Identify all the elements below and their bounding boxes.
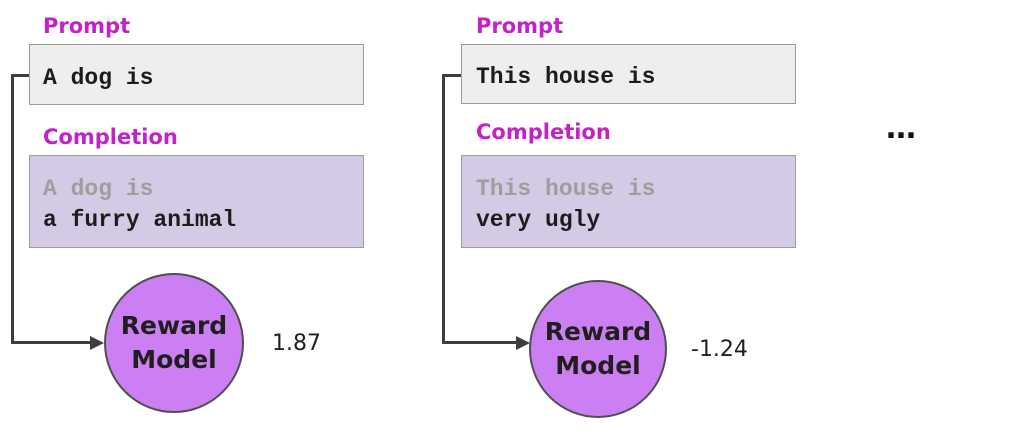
- reward-model: Reward Model: [104, 273, 244, 413]
- connector-vertical: [442, 74, 445, 344]
- completion-box: A dog is a furry animal: [29, 155, 364, 248]
- completion-box: This house is very ugly: [461, 155, 796, 248]
- completion-prompt-prefix: A dog is: [43, 176, 154, 202]
- connector-vertical: [11, 74, 14, 344]
- reward-model-line-1: Reward: [120, 311, 228, 340]
- reward-model-line-2: Model: [555, 351, 641, 380]
- continuation-ellipsis: …: [886, 111, 916, 146]
- reward-score: 1.87: [272, 331, 321, 356]
- connector-horizontal: [11, 341, 91, 344]
- prompt-box: A dog is: [29, 44, 364, 105]
- completion-label: Completion: [476, 120, 611, 144]
- completion-text: a furry animal: [43, 207, 237, 233]
- connector-stub: [442, 74, 461, 77]
- prompt-box: This house is: [461, 44, 796, 104]
- prompt-text: A dog is: [43, 65, 154, 91]
- connector-stub: [11, 74, 29, 77]
- prompt-text: This house is: [476, 64, 656, 90]
- completion-label: Completion: [43, 125, 178, 149]
- reward-score: -1.24: [691, 337, 748, 362]
- completion-prompt-prefix: This house is: [476, 176, 656, 202]
- prompt-label: Prompt: [476, 14, 564, 38]
- arrow-head-icon: [90, 335, 104, 350]
- completion-text: very ugly: [476, 207, 601, 233]
- reward-model-line-2: Model: [131, 345, 217, 374]
- prompt-label: Prompt: [43, 14, 131, 38]
- reward-model: Reward Model: [529, 280, 667, 418]
- arrow-head-icon: [516, 335, 530, 350]
- reward-model-line-1: Reward: [544, 317, 652, 346]
- connector-horizontal: [442, 341, 517, 344]
